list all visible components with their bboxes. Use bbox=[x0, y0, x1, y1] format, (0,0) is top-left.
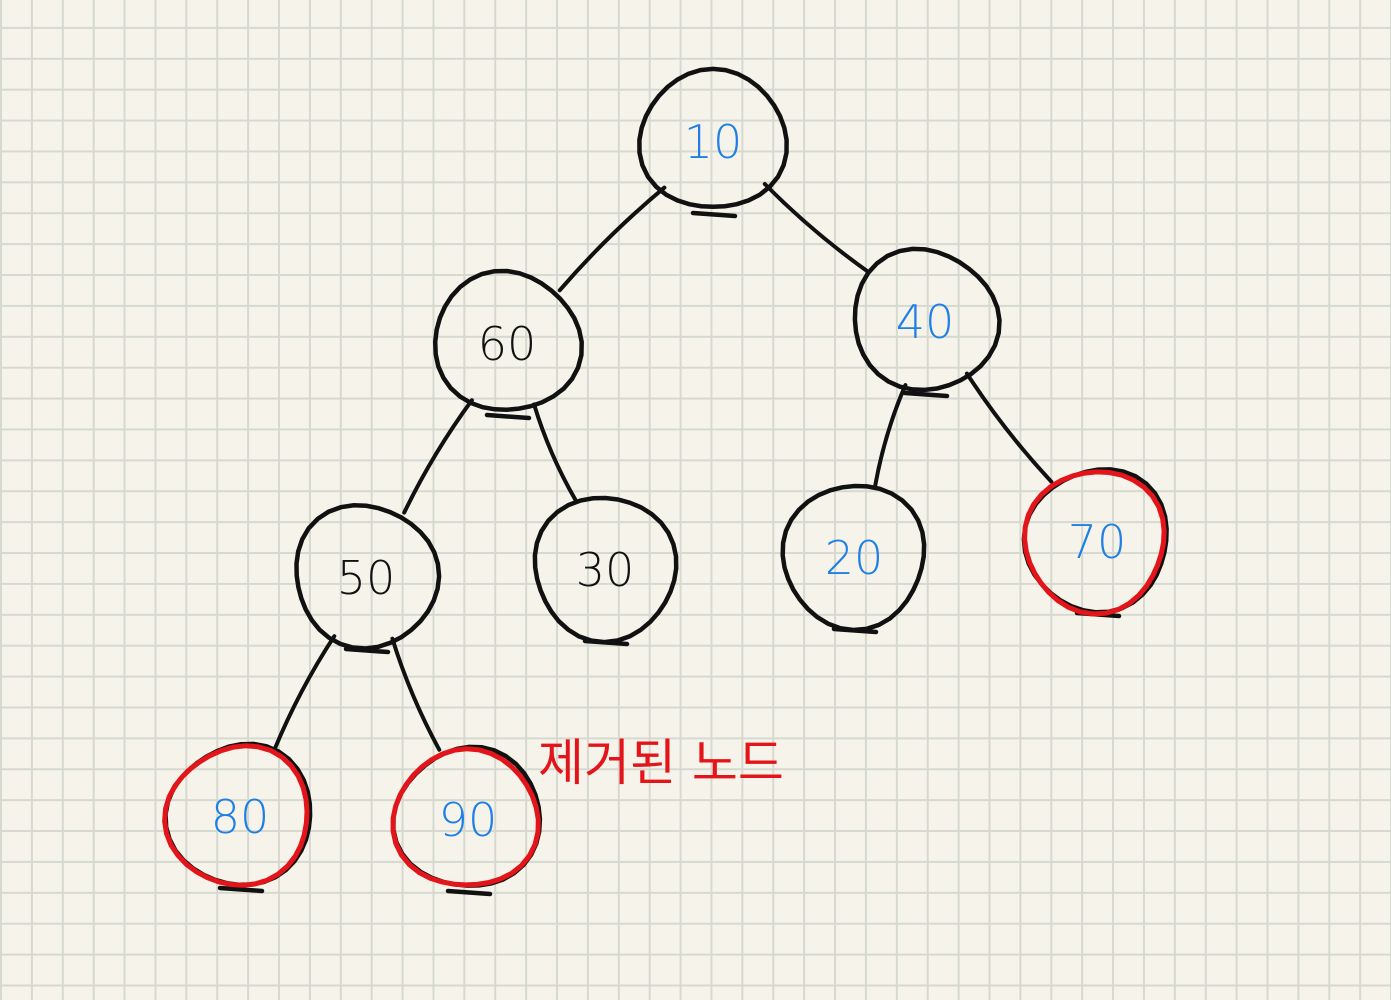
tree-node-30: 30 bbox=[532, 495, 679, 647]
node-value: 50 bbox=[337, 551, 396, 605]
tree-edges bbox=[272, 182, 1054, 752]
node-value: 30 bbox=[576, 543, 635, 597]
node-stroke-overlap bbox=[343, 646, 391, 655]
node-circle bbox=[852, 246, 1002, 393]
node-stroke-overlap bbox=[217, 885, 265, 894]
node-circle bbox=[294, 503, 442, 651]
node-value: 10 bbox=[684, 115, 743, 169]
node-stroke-overlap bbox=[902, 390, 950, 399]
tree-node-40: 40 bbox=[852, 246, 1002, 399]
tree-node-70: 70 bbox=[1021, 467, 1169, 619]
removed-marker-circle bbox=[162, 743, 310, 888]
node-circle bbox=[432, 268, 584, 412]
node-value: 90 bbox=[439, 793, 498, 847]
tree-nodes: 10 60 40 50 30 20 70 80 90 bbox=[162, 66, 1169, 897]
edge-n10-n40 bbox=[762, 182, 871, 275]
tree-node-90: 90 bbox=[390, 744, 543, 897]
node-stroke-overlap bbox=[831, 626, 879, 635]
node-value: 20 bbox=[825, 531, 884, 585]
edge-n40-n70 bbox=[964, 371, 1054, 484]
node-value: 40 bbox=[896, 295, 955, 349]
tree-node-60: 60 bbox=[432, 268, 584, 421]
node-stroke-overlap bbox=[484, 412, 532, 421]
tree-node-80: 80 bbox=[162, 741, 313, 894]
removed-marker-circle bbox=[390, 746, 541, 888]
edge-n50-n90 bbox=[390, 636, 442, 752]
node-stroke-overlap bbox=[690, 210, 738, 219]
tree-node-10: 10 bbox=[637, 66, 789, 219]
tree-node-20: 20 bbox=[780, 483, 927, 635]
node-value: 70 bbox=[1068, 515, 1127, 569]
edge-n60-n30 bbox=[532, 402, 578, 503]
edge-n50-n80 bbox=[272, 634, 337, 752]
node-circle bbox=[780, 483, 927, 633]
edge-n60-n50 bbox=[402, 398, 474, 515]
removed-nodes-annotation: 제거된 노드 bbox=[538, 734, 784, 792]
edge-n40-n20 bbox=[873, 383, 908, 488]
node-circle bbox=[637, 66, 789, 210]
removed-marker-circle bbox=[1022, 469, 1167, 617]
node-stroke-overlap bbox=[445, 888, 493, 897]
node-value: 60 bbox=[478, 317, 537, 371]
tree-node-50: 50 bbox=[294, 503, 442, 655]
edge-n10-n60 bbox=[557, 185, 667, 293]
node-value: 80 bbox=[211, 790, 270, 844]
node-stroke-overlap bbox=[582, 638, 630, 647]
